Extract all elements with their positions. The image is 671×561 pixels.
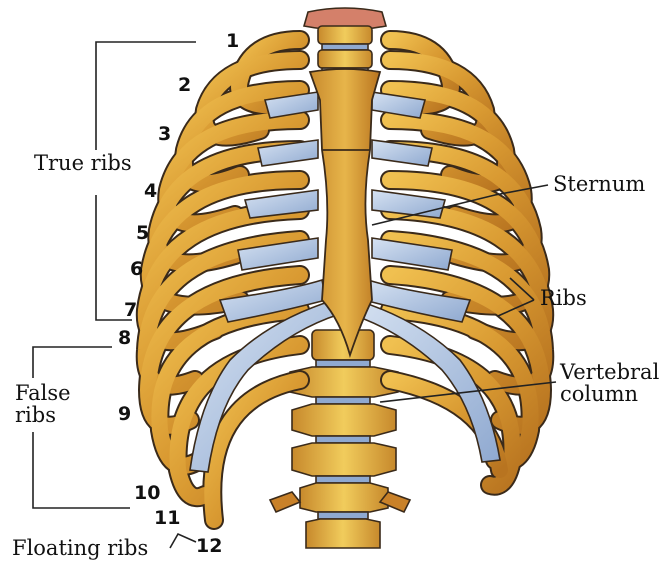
rib-number-6: 6: [130, 258, 143, 280]
rib-number-12: 12: [196, 535, 222, 557]
label-vertebral-column: Vertebral column: [560, 361, 659, 405]
rib-number-7: 7: [124, 299, 137, 321]
rib-number-5: 5: [136, 222, 149, 244]
rib-number-8: 8: [118, 327, 131, 349]
rib-number-4: 4: [144, 180, 157, 202]
label-ribs: Ribs: [540, 287, 587, 309]
rib-number-3: 3: [158, 123, 171, 145]
label-sternum: Sternum: [553, 173, 645, 195]
rib-number-11: 11: [154, 507, 180, 529]
label-false-ribs: False ribs: [15, 382, 71, 426]
label-floating-ribs: Floating ribs: [12, 537, 148, 559]
rib-number-1: 1: [226, 30, 239, 52]
rib-number-10: 10: [134, 482, 160, 504]
rib-number-9: 9: [118, 403, 131, 425]
rib-number-2: 2: [178, 74, 191, 96]
label-true-ribs: True ribs: [34, 152, 132, 174]
